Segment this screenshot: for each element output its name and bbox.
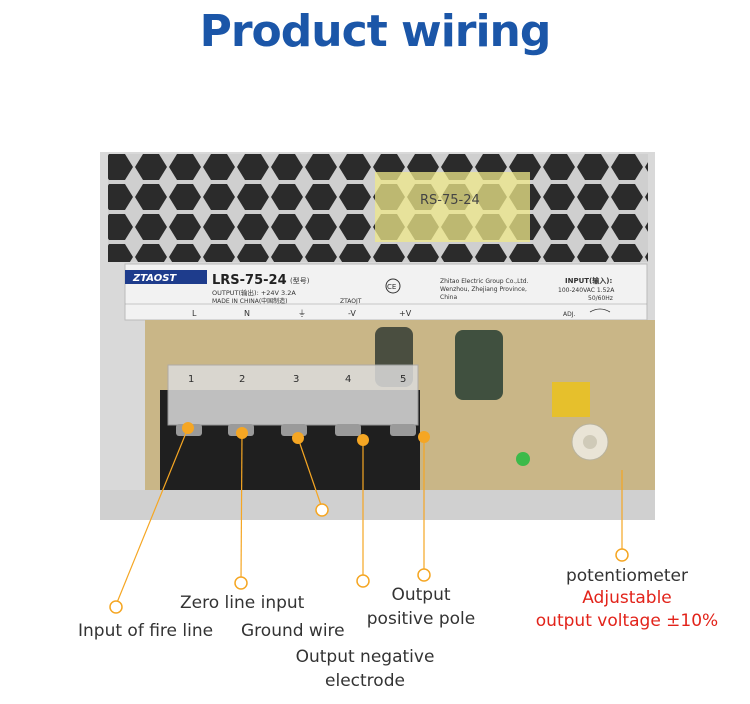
terminal-number-4: 4 — [345, 374, 351, 385]
brand-logo: ZTAOST — [132, 273, 177, 284]
label-output-positive-1: Output — [391, 585, 451, 605]
company-line-2: Wenzhou, Zhejiang Province, — [440, 286, 527, 293]
terminal-label-l: L — [192, 309, 197, 318]
input-title: INPUT(输入): — [565, 276, 612, 285]
page-title: Product wiring — [199, 6, 552, 57]
terminal-label-neg: -V — [348, 309, 356, 318]
label-output-positive-2: positive pole — [366, 609, 476, 629]
terminal-number-1: 1 — [188, 374, 194, 385]
inner-label: RS-75-24 — [420, 193, 480, 208]
company-line-1: Zhitao Electric Group Co.,Ltd. — [440, 278, 529, 285]
model-number: LRS-75-24 — [212, 273, 287, 288]
end-marker-potentiometer — [615, 548, 629, 562]
output-spec: OUTPUT(输出): +24V 3.2A — [212, 288, 296, 297]
label-ground: Ground wire — [241, 621, 345, 641]
end-marker-output-positive — [417, 568, 431, 582]
label-output-voltage: output voltage ±10% — [535, 611, 719, 631]
end-marker-fire-line — [109, 600, 123, 614]
input-freq: 50/60Hz — [588, 295, 613, 302]
label-fire-line: Input of fire line — [78, 621, 214, 641]
terminal-label-ground: ⏚ — [298, 309, 306, 318]
terminal-number-3: 3 — [293, 374, 299, 385]
label-output-negative-2: electrode — [325, 671, 405, 691]
terminal-label-pos: +V — [399, 309, 412, 318]
maker-mark: ZTAOJT — [340, 298, 362, 305]
company-line-3: China — [440, 294, 457, 301]
terminal-number-2: 2 — [239, 374, 245, 385]
terminal-label-n: N — [244, 309, 250, 318]
label-zero-line: Zero line input — [180, 593, 305, 613]
input-spec: 100-240VAC 1.52A — [558, 287, 615, 294]
label-output-negative-1: Output negative — [295, 647, 435, 667]
end-marker-zero-line — [234, 576, 248, 590]
label-adjustable: Adjustable — [582, 588, 672, 608]
svg-text:CE: CE — [387, 283, 396, 291]
model-tag: (型号) — [290, 276, 310, 285]
made-in: MADE IN CHINA(中国制造) — [212, 297, 288, 305]
adj-label: ADJ. — [563, 311, 575, 318]
terminal-number-5: 5 — [400, 374, 406, 385]
power-supply-image: RS-75-24 ZTAOST LRS-75-24 (型号) OUTPUT(输出… — [100, 152, 655, 520]
label-potentiometer: potentiometer — [565, 566, 688, 586]
